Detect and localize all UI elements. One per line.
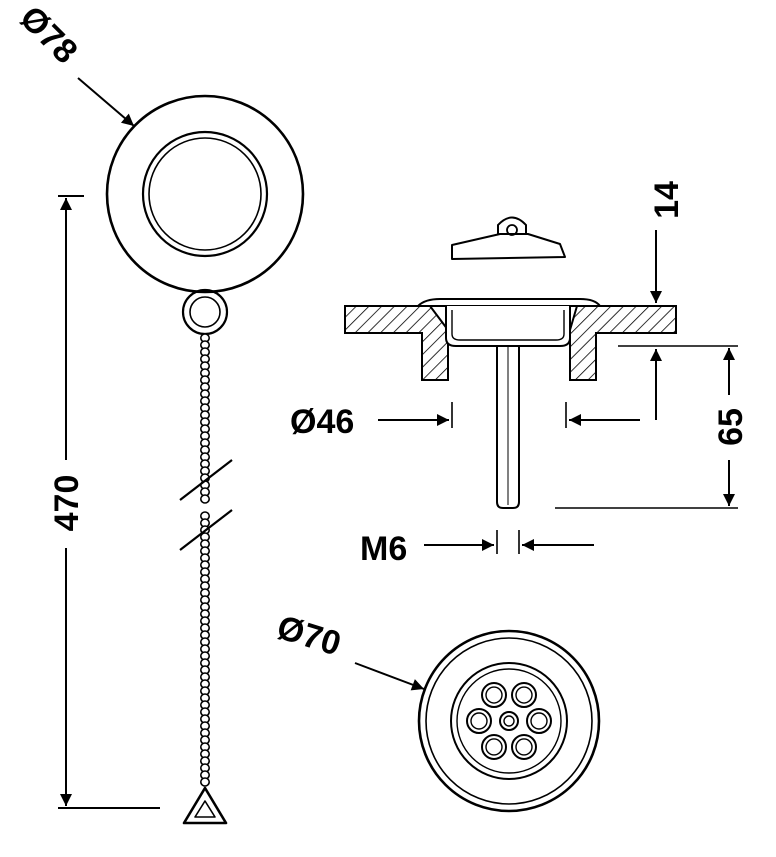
stem-rod	[496, 346, 520, 509]
grate-hole	[485, 738, 503, 756]
grate-hole	[481, 682, 507, 709]
plug-top-view	[105, 94, 305, 294]
chain-bead	[200, 494, 211, 504]
grate-hole	[499, 711, 519, 731]
grate-hole	[503, 715, 515, 727]
plug-diameter-callout: Ø78	[12, 0, 135, 127]
grate-hole	[485, 686, 503, 704]
rim-height-dimension: 14	[600, 181, 686, 307]
grate-diameter-callout: Ø70	[273, 608, 425, 691]
chain-length-label: 470	[48, 475, 86, 532]
waste-depth-label: 65	[712, 408, 750, 446]
plug-diameter-label: Ø78	[12, 0, 84, 71]
thread-dimension: M6	[360, 530, 594, 568]
chain-end-triangle	[182, 786, 228, 825]
grate-hole	[530, 712, 548, 730]
chain-bead	[200, 777, 211, 787]
grate-hole	[470, 712, 488, 730]
waste-depth-dimension: 65	[555, 345, 750, 509]
chain-break-symbol	[179, 459, 233, 551]
grate-hole	[481, 733, 507, 760]
grate-top-view	[417, 629, 601, 813]
grate-hole	[515, 686, 533, 704]
waste-flange	[415, 298, 602, 347]
grate-diameter-label: Ø70	[273, 608, 346, 663]
grate-hole	[511, 733, 537, 760]
grate-holes	[466, 682, 552, 760]
stopper-cap	[451, 216, 566, 260]
grate-hole	[466, 708, 492, 734]
ball-chain	[200, 333, 211, 787]
thread-label: M6	[360, 530, 407, 568]
grate-hole	[526, 708, 552, 734]
rim-height-label: 14	[648, 181, 686, 219]
grate-hole	[511, 682, 537, 709]
grate-hole	[515, 738, 533, 756]
stopper-diameter-dimension: Ø46	[290, 402, 640, 441]
chain-length-dimension: 470	[48, 195, 160, 809]
stopper-diameter-label: Ø46	[290, 403, 354, 441]
chain-ring	[181, 288, 229, 336]
